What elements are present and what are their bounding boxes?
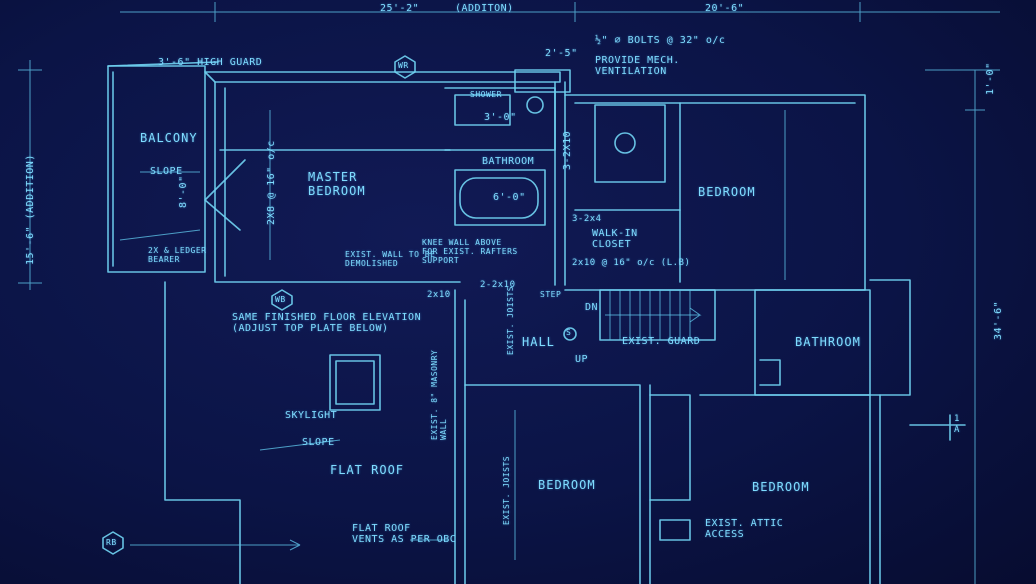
room-bedroom-upper-right: BEDROOM bbox=[698, 185, 756, 199]
note-hdr4: 2x10 bbox=[427, 290, 451, 300]
note-up: UP bbox=[575, 354, 589, 365]
room-hall: HALL bbox=[522, 335, 555, 349]
tag-wb: WB bbox=[275, 295, 286, 304]
dim-shower-depth: 3'-0" bbox=[484, 112, 517, 123]
note-exist-wall: EXIST. WALL TO BE DEMOLISHED bbox=[345, 250, 436, 268]
note-knee-wall: KNEE WALL ABOVE FOR EXIST. RAFTERS SUPPO… bbox=[422, 238, 518, 265]
dim-bath-width: 2'-5" bbox=[545, 48, 578, 59]
room-balcony: BALCONY bbox=[140, 131, 198, 145]
note-ledger: 2X & LEDGER BEARER bbox=[148, 246, 207, 264]
note-joists-bath: 3-2X10 bbox=[562, 130, 573, 170]
note-ventilation: PROVIDE MECH. VENTILATION bbox=[595, 55, 680, 77]
note-joists-master: 2X8 @ 16" o/c bbox=[266, 140, 277, 225]
note-dn: DN bbox=[585, 302, 599, 313]
right-dimension-line bbox=[925, 69, 1000, 584]
room-bedroom-lower-right: BEDROOM bbox=[752, 480, 810, 494]
note-guard: 3'-6" HIGH GUARD bbox=[158, 57, 263, 68]
left-dimension-line bbox=[18, 60, 42, 290]
top-dimension-line bbox=[120, 2, 1000, 22]
note-roof-vents: FLAT ROOF VENTS AS PER OBC bbox=[352, 523, 457, 545]
tag-hexagons bbox=[102, 55, 577, 555]
note-exist-guard: EXIST. GUARD bbox=[622, 336, 701, 347]
dim-tub-length: 6'-0" bbox=[493, 192, 526, 203]
dim-right-top: 1'-0" bbox=[985, 62, 996, 95]
section-marker bbox=[909, 414, 966, 441]
balcony-walls bbox=[107, 61, 219, 273]
room-master-bedroom: MASTER BEDROOM bbox=[308, 170, 366, 198]
note-hdr3: 2-2x10 bbox=[480, 280, 516, 290]
bathroom-upper-walls bbox=[444, 69, 571, 286]
note-hdr1: 3-2x4 bbox=[572, 214, 602, 224]
note-exist-joists-bedroom: EXIST. JOISTS bbox=[502, 455, 511, 525]
dim-top-right: 20'-6" bbox=[705, 3, 745, 14]
note-exist-masonry: EXIST. 8" MASONRY WALL bbox=[430, 349, 448, 440]
room-bathroom-right: BATHROOM bbox=[795, 335, 861, 349]
note-same-floor: SAME FINISHED FLOOR ELEVATION (ADJUST TO… bbox=[232, 312, 422, 334]
tag-wr: WR bbox=[398, 61, 409, 70]
dim-right-side: 34'-6" bbox=[993, 300, 1004, 340]
note-hdr2: 2x10 @ 16" o/c (L.B) bbox=[572, 258, 691, 268]
flat-roof-outline bbox=[130, 281, 448, 584]
note-skylight: SKYLIGHT bbox=[285, 410, 338, 421]
room-walk-in-closet: WALK-IN CLOSET bbox=[592, 228, 638, 250]
note-exist-joists-hall: EXIST. JOISTS bbox=[506, 285, 515, 355]
note-step: STEP bbox=[540, 290, 562, 299]
note-bolts: ½" ∅ BOLTS @ 32" o/c bbox=[595, 35, 726, 46]
tag-rb: RB bbox=[106, 538, 117, 547]
note-flat-roof: FLAT ROOF bbox=[330, 463, 405, 477]
room-bedroom-lower-left: BEDROOM bbox=[538, 478, 596, 492]
master-bedroom-walls bbox=[204, 71, 561, 283]
note-slope-roof: SLOPE bbox=[302, 437, 335, 448]
dim-top-left: 25'-2" bbox=[380, 3, 420, 14]
section-marker-label: 1 A bbox=[954, 414, 960, 435]
stairs bbox=[599, 289, 716, 341]
room-bathroom-upper: BATHROOM bbox=[482, 156, 535, 167]
lower-bedrooms-walls bbox=[454, 289, 881, 584]
tag-hall: S bbox=[566, 328, 572, 337]
dim-top-addition: (ADDITON) bbox=[455, 3, 514, 14]
dim-left-side: 15'-6" (ADDITION) bbox=[25, 154, 36, 265]
dim-balcony-depth: 8'-0" bbox=[178, 175, 189, 208]
note-slope-balcony: SLOPE bbox=[150, 166, 183, 177]
note-shower: SHOWER bbox=[470, 90, 502, 99]
note-attic-access: EXIST. ATTIC ACCESS bbox=[705, 518, 784, 540]
